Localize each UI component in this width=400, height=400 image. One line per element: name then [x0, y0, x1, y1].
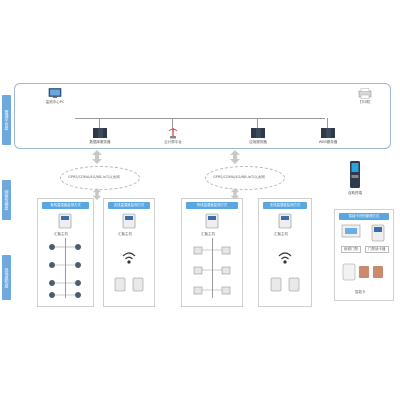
- wireless-sensor-group: [270, 277, 300, 292]
- wireless-signal-icon: [278, 252, 292, 264]
- gateway-label: 汇聚主机: [118, 232, 132, 236]
- layer-label-network: 网络传输层: [2, 180, 11, 220]
- up-down-arrow-icon: [92, 188, 102, 200]
- antenna-icon: [168, 128, 178, 139]
- gateway-icon: [205, 213, 219, 229]
- card-id-panel: 智能卡识别管理方式 射频门禁 门禁读卡器 智能卡: [334, 209, 394, 301]
- wireless-panel-1: 无线温湿度监测方式 汇聚主机: [103, 198, 155, 307]
- panel-title: 无线温湿度监测方式: [108, 202, 150, 209]
- item-label: 智能卡: [355, 290, 366, 294]
- computer-icon: [48, 88, 62, 98]
- connector-line: [257, 118, 258, 128]
- smart-card-group: [342, 263, 383, 281]
- kiosk-label: 自助终端: [348, 191, 362, 195]
- wired-sensor-group: [193, 246, 231, 295]
- database-server-label: 数据库服务器: [89, 140, 111, 144]
- bus-line: [65, 238, 66, 298]
- cloud-platform: 云计算平台: [150, 127, 196, 145]
- wireless-panel-2: 无线温湿度监测方式 汇聚主机: [258, 198, 312, 307]
- server-icon: [321, 128, 335, 138]
- printer: 打印机: [352, 88, 378, 105]
- pc-label: 监测中心PC: [45, 100, 65, 104]
- server-icon: [93, 128, 107, 138]
- connector-line: [99, 118, 100, 128]
- wireless-signal-icon: [122, 252, 136, 264]
- card-reader-icon: [341, 224, 361, 238]
- panel-title: 有线温湿度监测方式: [42, 202, 89, 209]
- layer-label-management: 管理平台层: [2, 95, 11, 145]
- connector-line: [172, 118, 173, 128]
- access-terminal-icon: [371, 224, 385, 242]
- network-cloud-right-label: GPRS/CDMA/4G/NB-IoT/以太网: [213, 175, 265, 179]
- network-cloud-left: [60, 166, 140, 190]
- printer-label: 打印机: [359, 100, 371, 104]
- panel-title: 无线温湿度监测方式: [263, 202, 307, 209]
- gateway-icon: [58, 213, 72, 229]
- gateway-label: 汇聚主机: [201, 232, 215, 236]
- network-cloud-left-label: GPRS/CDMA/4G/NB-IoT/以太网: [68, 175, 120, 179]
- up-down-arrow-icon: [230, 150, 240, 164]
- item-label: 门禁读卡器: [365, 246, 389, 253]
- database-server: 数据库服务器: [80, 127, 120, 145]
- item-label: 射频门禁: [341, 246, 361, 253]
- cloud-platform-label: 云计算平台: [164, 140, 182, 144]
- top-bus-line: [75, 118, 325, 119]
- application-server-label: 应用服务器: [249, 140, 267, 144]
- up-down-arrow-icon: [92, 150, 102, 164]
- self-service-kiosk: 自助终端: [340, 160, 370, 196]
- gateway-label: 汇聚主机: [54, 232, 68, 236]
- application-server: 应用服务器: [238, 127, 278, 145]
- printer-icon: [358, 88, 372, 99]
- management-layer-box: [14, 83, 391, 149]
- network-cloud-right: [205, 166, 285, 190]
- kiosk-icon: [350, 161, 360, 188]
- wireless-sensor-group: [114, 277, 144, 292]
- wired-sensor-group: [49, 244, 81, 298]
- gateway-icon: [278, 213, 292, 229]
- web-server-label: WEB服务器: [318, 140, 338, 144]
- panel-title: 智能卡识别管理方式: [339, 213, 389, 220]
- gateway-icon: [122, 213, 136, 229]
- bus-line: [212, 238, 213, 298]
- connector-line: [327, 118, 328, 128]
- up-down-arrow-icon: [230, 188, 240, 200]
- gateway-label: 汇聚主机: [274, 232, 288, 236]
- layer-label-sensing: 现场感知层: [2, 255, 11, 300]
- web-server: WEB服务器: [308, 127, 348, 145]
- server-icon: [251, 128, 265, 138]
- monitoring-pc: 监测中心PC: [40, 88, 70, 105]
- wired-panel-2: 有线温湿度监测方式 汇聚主机: [181, 198, 243, 307]
- wired-panel-1: 有线温湿度监测方式 汇聚主机: [37, 198, 94, 307]
- panel-title: 有线温湿度监测方式: [186, 202, 238, 209]
